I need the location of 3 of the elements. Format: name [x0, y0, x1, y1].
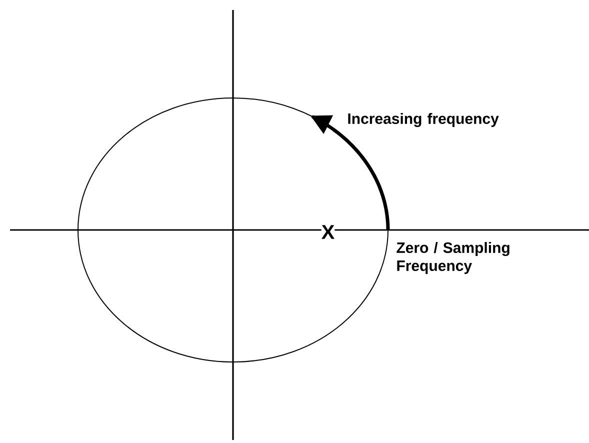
x-mark: X — [321, 225, 335, 239]
arrow-label: Increasing frequency — [348, 112, 499, 128]
point-label: Zero / Sampling Frequency — [396, 242, 510, 274]
